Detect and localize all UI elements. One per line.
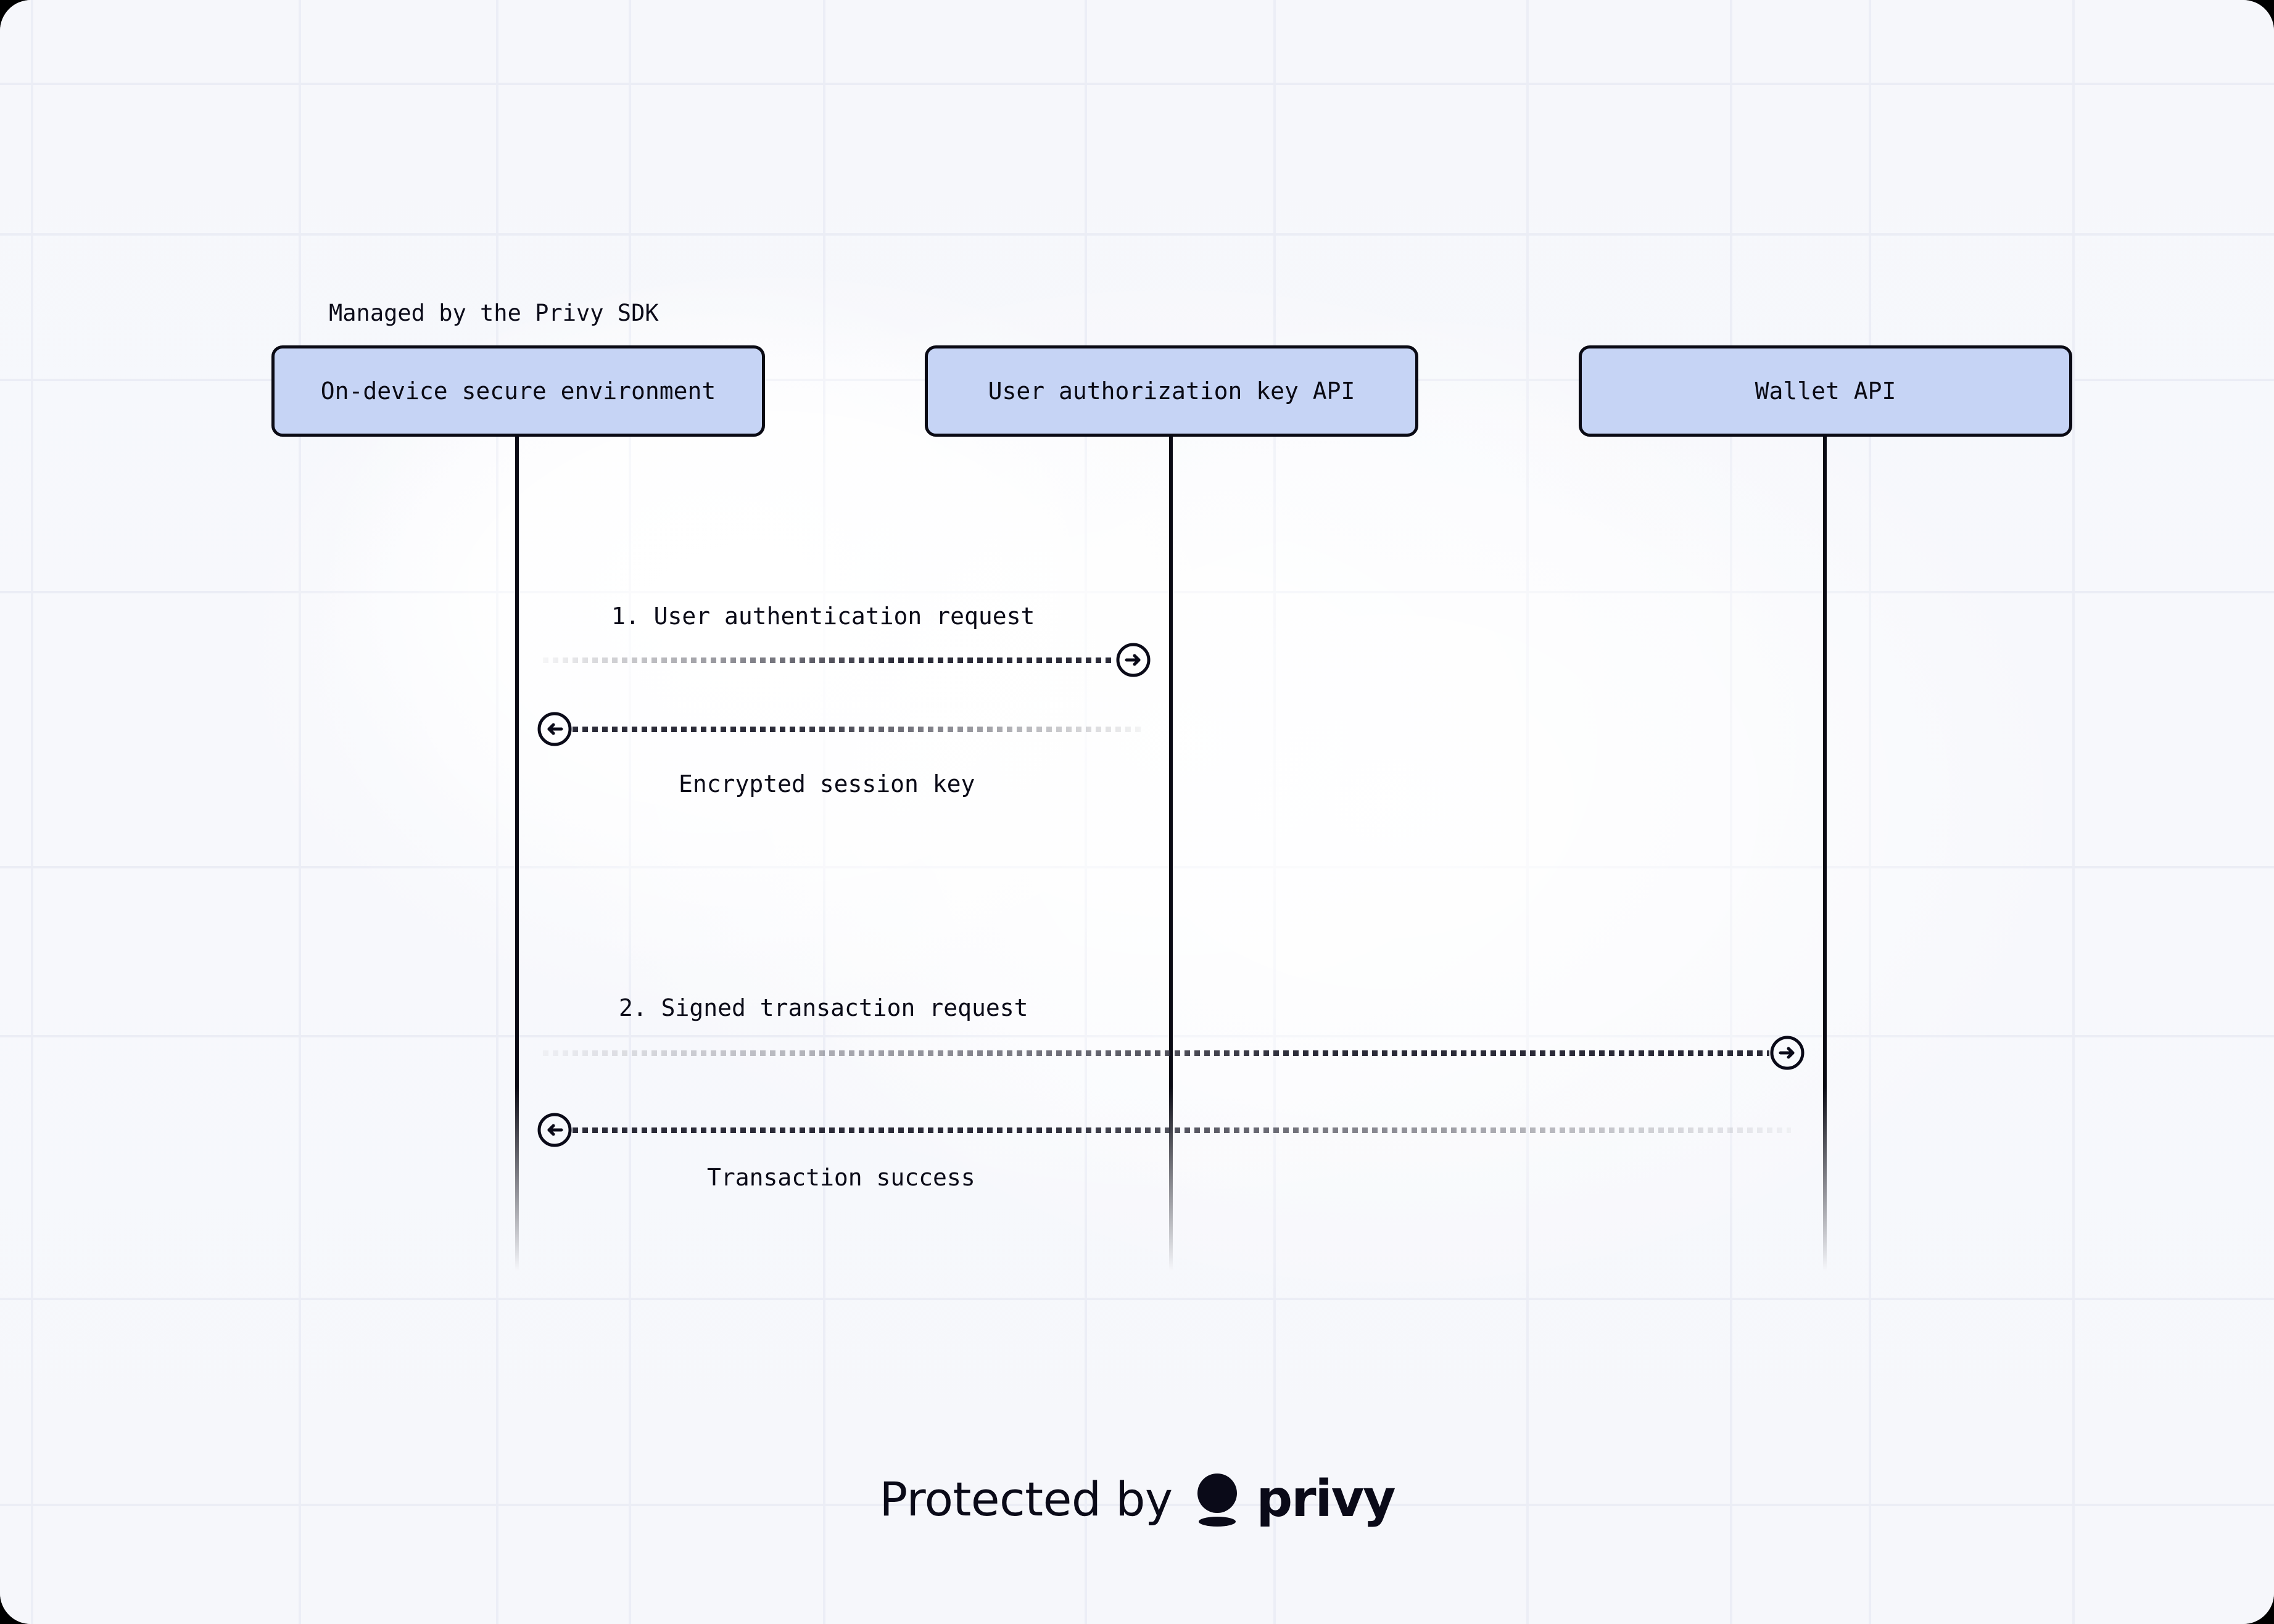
message-line-1 bbox=[543, 657, 1115, 663]
actor-label-auth-key-api: User authorization key API bbox=[988, 377, 1355, 405]
actor-box-device[interactable]: On-device secure environment bbox=[271, 345, 765, 437]
message-line-4 bbox=[573, 1127, 1791, 1133]
lifeline-wallet-api bbox=[1823, 435, 1827, 1271]
actor-label-wallet-api: Wallet API bbox=[1755, 377, 1896, 405]
lifeline-auth-key-api bbox=[1169, 435, 1173, 1271]
privy-logo-icon bbox=[1197, 1474, 1238, 1527]
arrow-left-circle-icon-4 bbox=[537, 1112, 573, 1148]
footer-branding: Protected by privy bbox=[0, 1471, 2274, 1528]
protected-by-label: Protected by bbox=[879, 1472, 1173, 1527]
arrow-left-circle-icon-2 bbox=[537, 711, 573, 747]
privy-brand: privy bbox=[1193, 1470, 1396, 1528]
arrow-right-circle-icon-1 bbox=[1115, 642, 1151, 678]
message-label-3: 2. Signed transaction request bbox=[619, 994, 1028, 1021]
message-label-4: Transaction success bbox=[707, 1164, 975, 1191]
message-label-2: Encrypted session key bbox=[679, 770, 975, 798]
message-line-3 bbox=[543, 1050, 1769, 1056]
actor-box-wallet-api[interactable]: Wallet API bbox=[1579, 345, 2072, 437]
actor-label-device: On-device secure environment bbox=[320, 377, 716, 405]
group-note-label: Managed by the Privy SDK bbox=[329, 300, 659, 326]
arrow-right-circle-icon-3 bbox=[1769, 1035, 1805, 1071]
privy-wordmark: privy bbox=[1256, 1470, 1395, 1528]
message-label-1: 1. User authentication request bbox=[611, 603, 1035, 630]
lifeline-device bbox=[515, 435, 519, 1271]
message-line-2 bbox=[573, 727, 1145, 732]
actor-box-auth-key-api[interactable]: User authorization key API bbox=[925, 345, 1418, 437]
